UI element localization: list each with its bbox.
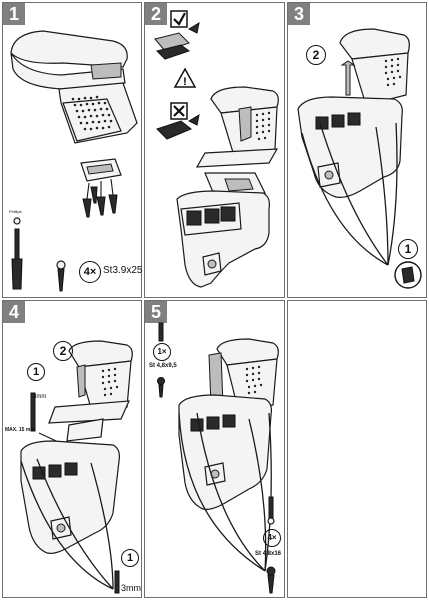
clip-release-icon	[394, 261, 422, 289]
panel-5: 5 1× St 4,8x9,5 4× St 4,8x16	[144, 300, 285, 598]
drilling-installation-illustration	[20, 340, 133, 590]
armrest-removal-illustration	[297, 28, 410, 266]
step-main-number: 2	[53, 341, 73, 361]
drill-bit-icon	[114, 570, 120, 594]
screw-spec: St3.9x25	[103, 265, 143, 276]
final-fixing-illustration	[178, 338, 279, 572]
screwdriver-icon	[11, 217, 23, 290]
panel-3: 3 2 1	[287, 2, 427, 298]
svg-text:!: !	[183, 76, 187, 88]
panel-2: 2 !	[144, 2, 285, 298]
top-screw-icon	[157, 377, 165, 398]
panel-number-3: 3	[288, 3, 310, 25]
warning-triangle-icon: !	[173, 67, 197, 88]
step-b-number: 1	[398, 239, 418, 259]
screw-icon	[56, 260, 66, 292]
panel-1: 1 Phillips	[2, 2, 142, 298]
lift-arrow-icon	[340, 60, 356, 96]
step-top-number: 1	[27, 363, 45, 381]
panel-empty	[287, 300, 427, 598]
panel-number-1: 1	[3, 3, 25, 25]
panel-number-4: 4	[3, 301, 25, 323]
tool-label: Phillips	[9, 209, 22, 214]
panel-4: 4 2 1 3mm MAX. 15 mm 1 3mm	[2, 300, 142, 598]
phillips-bit-icon	[158, 322, 164, 342]
armrest-insertion-illustration	[176, 86, 279, 288]
drill-size-top: 3mm	[33, 394, 47, 400]
armrest-exploded-illustration	[10, 30, 138, 218]
max-depth-label: MAX. 15 mm	[5, 427, 35, 433]
panel-number-5: 5	[145, 301, 167, 323]
bottom-screw-icon	[266, 566, 276, 594]
incorrect-cross-icon	[156, 102, 200, 140]
top-screw-count: 1×	[153, 343, 171, 361]
step-bottom-number: 1	[121, 549, 139, 567]
perforation-pattern	[71, 95, 113, 131]
step-a-number: 2	[306, 45, 326, 65]
screw-count: 4×	[79, 261, 101, 283]
bottom-screwdriver-icon	[267, 496, 275, 525]
top-screw-spec: St 4,8x9,5	[149, 363, 177, 369]
drill-size-bottom: 3mm	[121, 583, 141, 593]
panel-number-2: 2	[145, 3, 167, 25]
correct-check-icon	[154, 10, 200, 60]
bottom-screw-count: 4×	[263, 529, 281, 547]
bottom-screw-spec: St 4,8x16	[255, 551, 282, 557]
